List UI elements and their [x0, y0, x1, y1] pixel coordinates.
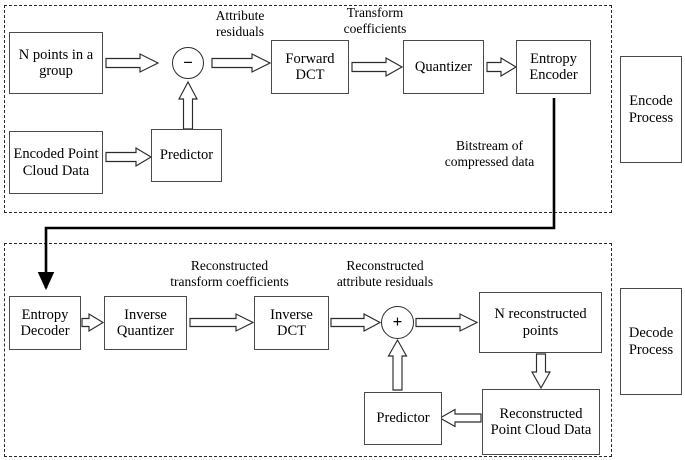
node-quantizer[interactable]: Quantizer — [403, 40, 484, 94]
label-bitstream-of-compressed-data: Bitstream of compressed data — [444, 138, 535, 169]
add-operator[interactable]: + — [381, 306, 414, 339]
label-attribute-residuals: Attribute residuals — [215, 8, 265, 39]
node-entropy-decoder[interactable]: Entropy Decoder — [9, 296, 81, 350]
node-entropy-encoder[interactable]: Entropy Encoder — [516, 40, 591, 94]
node-forward-dct[interactable]: Forward DCT — [271, 40, 349, 94]
node-n-points-in-a-group[interactable]: N points in a group — [9, 32, 103, 94]
label-reconstructed-attribute-residuals: Reconstructed attribute residuals — [336, 258, 434, 289]
decode-process-badge: Decode Process — [620, 288, 682, 395]
node-encoded-point-cloud-data[interactable]: Encoded Point Cloud Data — [9, 131, 103, 194]
node-reconstructed-point-cloud-data[interactable]: Reconstructed Point Cloud Data — [482, 389, 600, 455]
node-inverse-dct[interactable]: Inverse DCT — [254, 296, 329, 350]
label-reconstructed-transform-coefficients: Reconstructed transform coefficients — [170, 258, 289, 289]
node-predictor-decode[interactable]: Predictor — [364, 392, 442, 445]
node-predictor-encode[interactable]: Predictor — [151, 129, 222, 182]
minus-icon: − — [183, 52, 193, 72]
plus-icon: + — [392, 312, 403, 331]
label-transform-coefficients: Transform coefficients — [343, 5, 407, 36]
node-inverse-quantizer[interactable]: Inverse Quantizer — [104, 296, 187, 350]
subtract-operator[interactable]: − — [172, 47, 204, 79]
encode-process-badge: Encode Process — [620, 56, 682, 163]
node-n-reconstructed-points[interactable]: N reconstructed points — [479, 292, 602, 353]
